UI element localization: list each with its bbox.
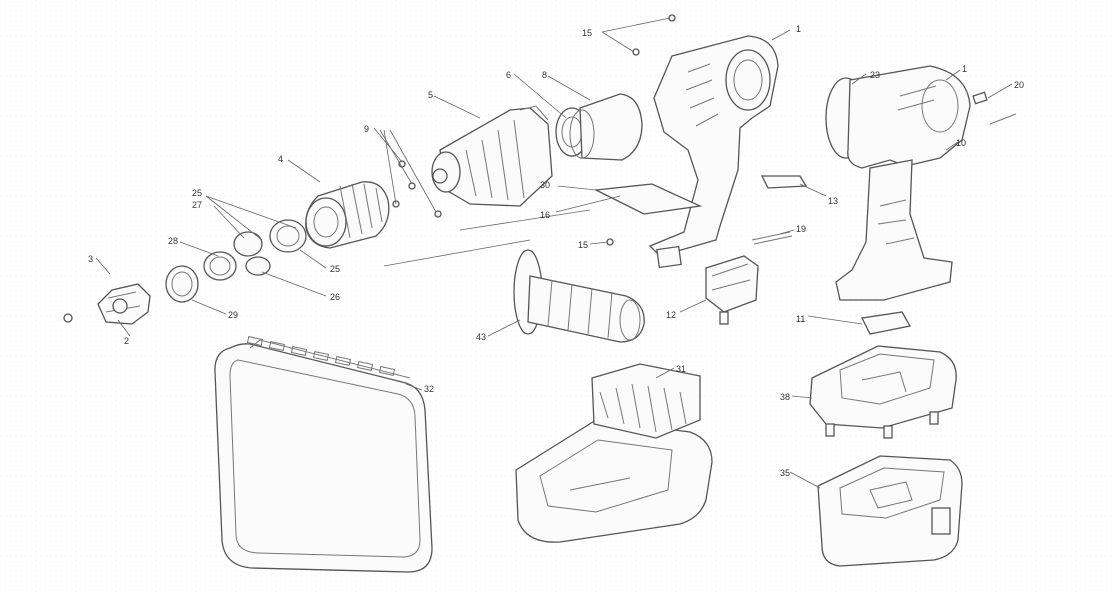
callout-25b: 25 xyxy=(330,264,340,274)
callout-20: 20 xyxy=(1014,80,1024,90)
part-battery-38 xyxy=(809,345,957,439)
part-switch-12 xyxy=(705,255,759,325)
callout-6: 6 xyxy=(506,70,511,80)
callout-4: 4 xyxy=(278,154,283,164)
callout-38: 38 xyxy=(780,392,790,402)
callout-12: 12 xyxy=(666,310,676,320)
part-contacts-13 xyxy=(760,175,808,189)
part-motor xyxy=(569,93,643,161)
part-side-handle xyxy=(513,249,645,343)
callout-30: 30 xyxy=(540,180,550,190)
callout-26: 26 xyxy=(330,292,340,302)
callout-5: 5 xyxy=(428,90,433,100)
callout-32: 32 xyxy=(424,384,434,394)
part-battery-35 xyxy=(817,455,963,567)
callout-23: 23 xyxy=(870,70,880,80)
callout-35: 35 xyxy=(780,468,790,478)
callout-9: 9 xyxy=(364,124,369,134)
callout-29: 29 xyxy=(228,310,238,320)
callout-1: 1 xyxy=(796,24,801,34)
callout-25a: 25 xyxy=(192,188,202,198)
part-bracket-16-30 xyxy=(593,183,703,246)
callout-15b: 15 xyxy=(578,240,588,250)
part-clutch-ring xyxy=(305,181,390,249)
part-chuck xyxy=(63,283,151,325)
part-gearbox xyxy=(431,105,553,207)
callout-11: 11 xyxy=(796,314,805,324)
callout-8: 8 xyxy=(542,70,547,80)
callout-13: 13 xyxy=(828,196,838,206)
callout-2: 2 xyxy=(124,336,129,346)
part-housing-left xyxy=(632,14,779,269)
callout-19: 19 xyxy=(796,224,806,234)
callout-43: 43 xyxy=(476,332,486,342)
part-washers xyxy=(165,219,307,303)
callout-27: 27 xyxy=(192,200,202,210)
part-screws-9 xyxy=(392,160,442,218)
callout-3: 3 xyxy=(88,254,93,264)
callout-1b: 1 xyxy=(962,64,967,74)
callout-28: 28 xyxy=(168,236,178,246)
part-carrying-case xyxy=(214,336,433,573)
part-housing-right xyxy=(825,65,1017,335)
callout-10: 10 xyxy=(956,138,966,148)
callout-labels: 1 1 2 3 4 5 6 8 9 10 11 12 13 15 15 16 1… xyxy=(88,24,1024,478)
part-charger xyxy=(515,363,713,543)
callout-31: 31 xyxy=(676,364,686,374)
callout-15a: 15 xyxy=(582,28,592,38)
leader-lines xyxy=(95,17,1013,489)
callout-16: 16 xyxy=(540,210,550,220)
